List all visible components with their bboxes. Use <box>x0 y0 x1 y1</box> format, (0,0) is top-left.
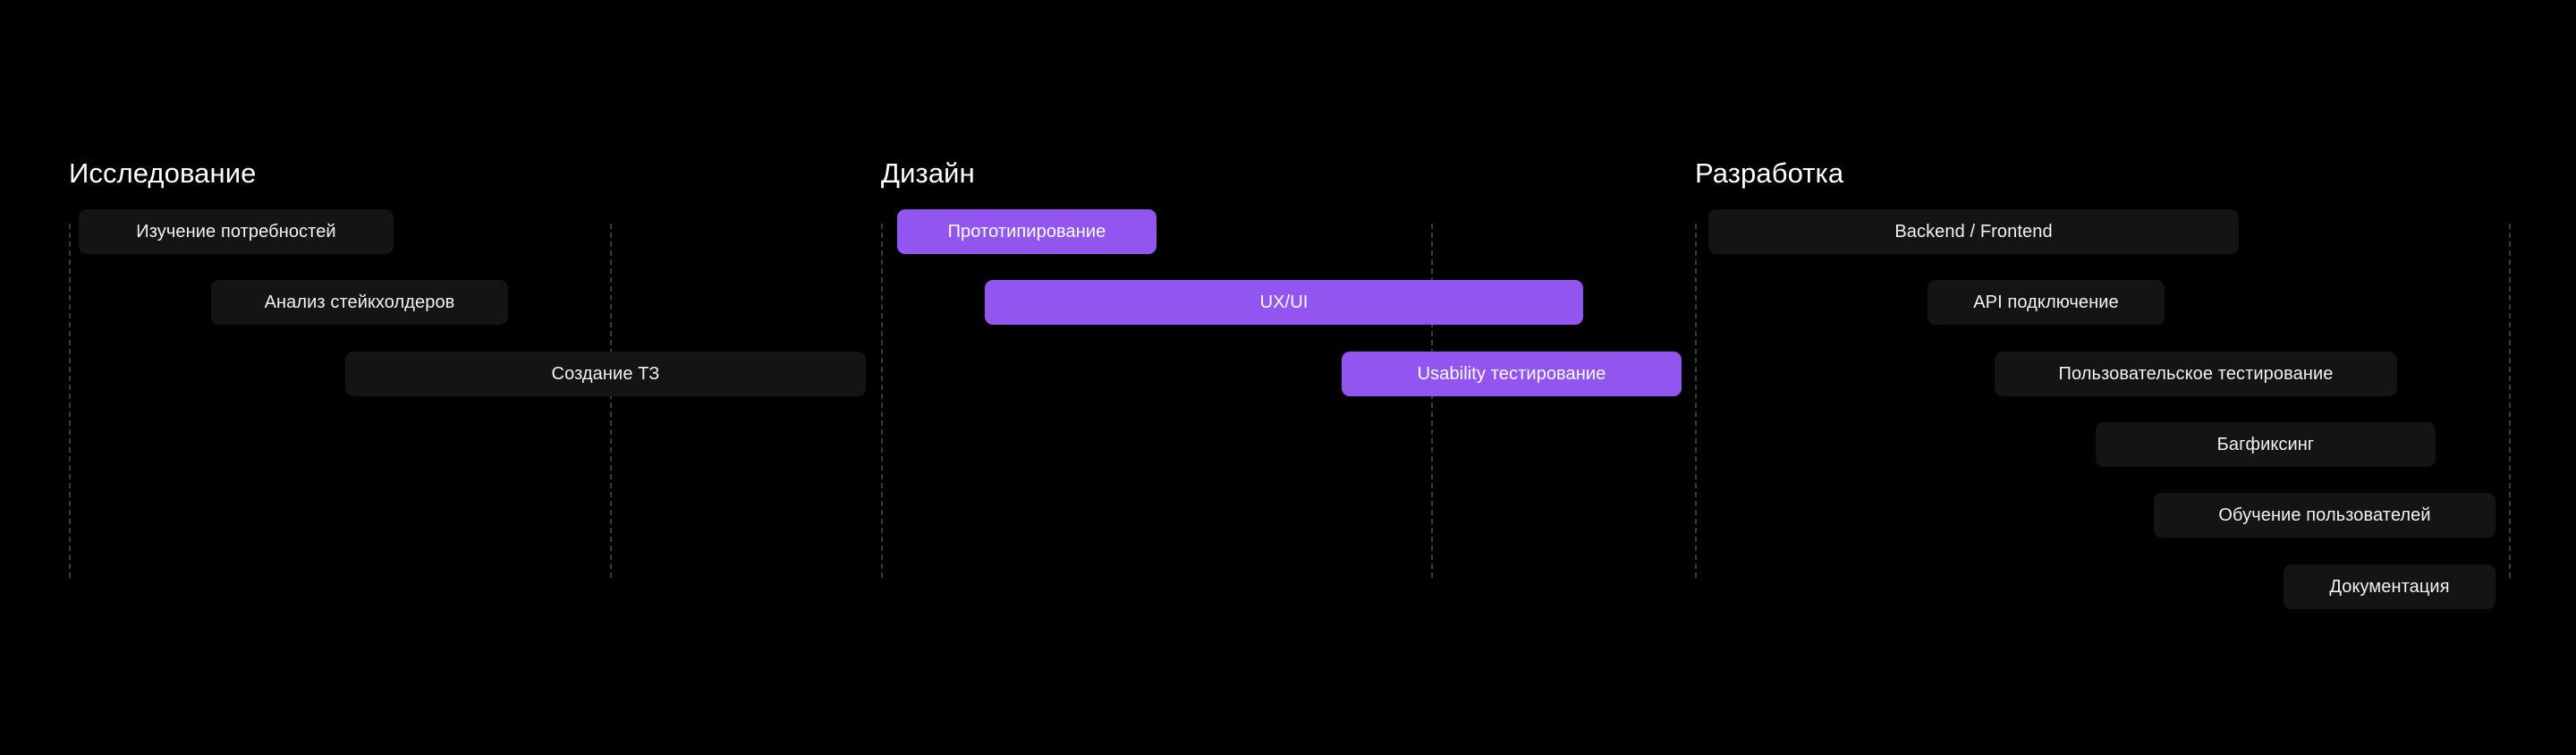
task-bar-label: Изучение потребностей <box>136 222 336 242</box>
task-bar-label: UX/UI <box>1259 293 1309 312</box>
task-bar[interactable]: Usability тестирование <box>1342 352 1682 396</box>
task-bar[interactable]: Пользовательское тестирование <box>1995 352 2397 396</box>
task-bar[interactable]: Изучение потребностей <box>79 209 394 254</box>
gridline-5 <box>1695 224 1697 578</box>
group-title-design: Дизайн <box>881 157 975 189</box>
task-bar[interactable]: API подключение <box>1928 280 2165 325</box>
task-bar[interactable]: Обучение пользователей <box>2154 493 2496 538</box>
task-bar[interactable]: UX/UI <box>985 280 1583 325</box>
task-bar[interactable]: Backend / Frontend <box>1708 209 2239 254</box>
task-bar[interactable]: Документация <box>2284 564 2496 609</box>
gridline-1 <box>69 224 71 578</box>
task-bar-label: Анализ стейкхолдеров <box>264 293 455 312</box>
task-bar-label: Багфиксинг <box>2216 435 2315 454</box>
gridline-6 <box>2509 224 2511 578</box>
task-bar[interactable]: Багфиксинг <box>2096 422 2436 467</box>
task-bar-label: API подключение <box>1973 293 2119 312</box>
gridline-3 <box>881 224 883 578</box>
task-bar-label: Backend / Frontend <box>1894 222 2053 242</box>
task-bar[interactable]: Анализ стейкхолдеров <box>211 280 508 325</box>
task-bar-label: Создание ТЗ <box>551 364 660 384</box>
task-bar[interactable]: Прототипирование <box>897 209 1157 254</box>
task-bar-label: Обучение пользователей <box>2218 505 2431 525</box>
task-bar-label: Прототипирование <box>947 222 1106 242</box>
task-bar-label: Документация <box>2329 577 2450 597</box>
gridline-2 <box>610 224 612 578</box>
gridline-4 <box>1431 224 1433 578</box>
task-bar[interactable]: Создание ТЗ <box>345 352 866 396</box>
group-title-research: Исследование <box>69 157 257 189</box>
task-bar-label: Usability тестирование <box>1417 364 1606 384</box>
group-title-development: Разработка <box>1695 157 1844 189</box>
task-bar-label: Пользовательское тестирование <box>2058 364 2334 384</box>
